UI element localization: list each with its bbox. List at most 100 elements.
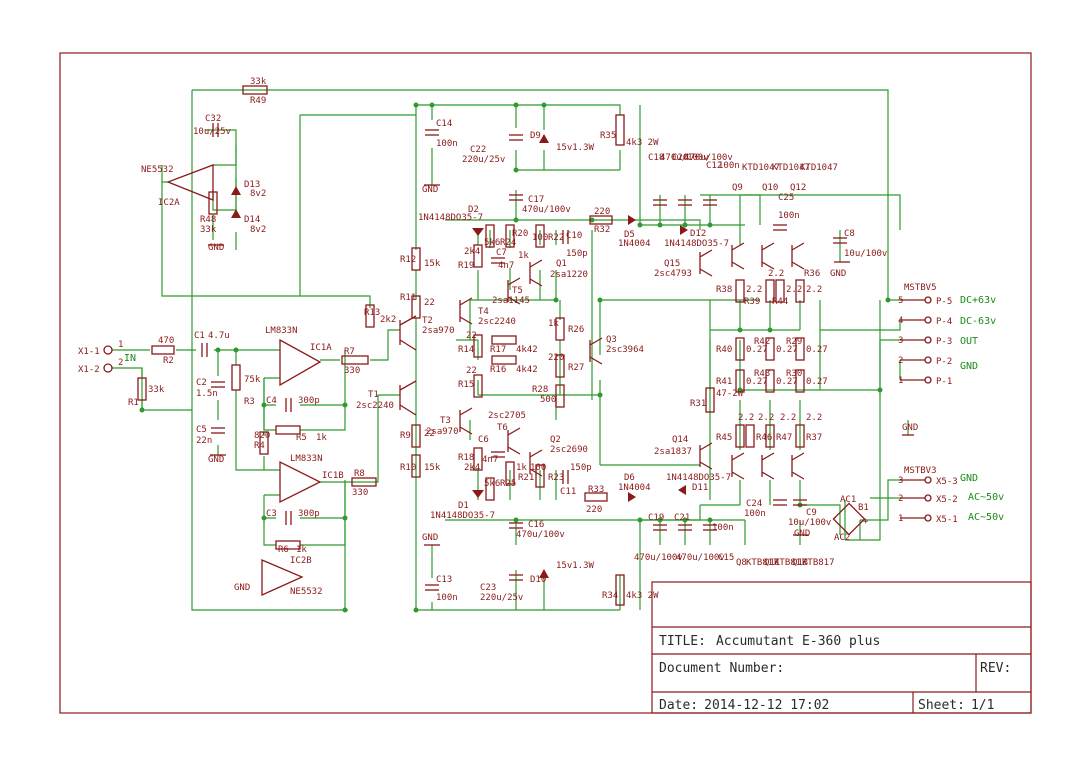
q2-value: 2sc2690 (550, 445, 588, 455)
r12-ref: R12 (400, 255, 416, 265)
r28-ref: R28 (532, 385, 548, 395)
c18-value: 470u/100v (660, 153, 709, 163)
r24-ref: R24 (500, 238, 516, 248)
r7-resistor (341, 355, 369, 365)
r36-value: 2.2 (806, 285, 822, 295)
r37-resistor (795, 424, 805, 448)
r40-resistor (735, 337, 745, 361)
r23-value: 100 (530, 463, 546, 473)
r15-value: 22 (466, 366, 477, 376)
r41-value: 0.27 (746, 377, 768, 387)
gnd-bottom: GND (422, 533, 438, 543)
r15-resistor (473, 374, 483, 398)
r12-resistor (411, 247, 421, 271)
r22-resistor (535, 224, 545, 248)
x1-2-label: X1-2 (78, 365, 100, 375)
r24-value: 5k6 (484, 238, 500, 248)
c16-ref: C16 (528, 520, 544, 530)
c4-ref: C4 (266, 396, 277, 406)
d13-zener (231, 186, 241, 195)
c25-value: 100n (778, 211, 800, 221)
c7-value: 4n7 (498, 261, 514, 271)
mstbv3-label: MSTBV3 (904, 466, 937, 476)
r47-value: 2.2 (780, 413, 796, 423)
r47-resistor (765, 424, 775, 448)
c10-capacitor (562, 230, 569, 244)
svg-text:TITLE:Accumutant E-360 plus: TITLE:Accumutant E-360 plus (659, 634, 880, 649)
c15-ref: C15 (718, 553, 734, 563)
ic1b-opamp (279, 460, 322, 504)
x53-pin: 3 (898, 476, 903, 486)
d1-diode (472, 490, 484, 498)
r5-resistor (275, 425, 301, 435)
q3-value: 2sc3964 (606, 345, 644, 355)
q11-value: KTB817 (774, 558, 807, 568)
d9-zener (539, 134, 549, 143)
c23-value: 220u/25v (480, 593, 523, 603)
d1-ref: D1 (458, 501, 469, 511)
c14-value: 100n (436, 139, 458, 149)
pin2-label: 2 (118, 358, 123, 368)
junctions (139, 102, 891, 613)
r48-ref: R48 (200, 215, 216, 225)
p3-label: P-3 (936, 337, 952, 347)
revision-label: REV: (980, 661, 1011, 676)
x52-pin: 2 (898, 494, 903, 504)
b1-ac2: AC2 (834, 533, 850, 543)
r36-resistor (795, 279, 805, 303)
d14-ref: D14 (244, 215, 260, 225)
t5-value: 2sa1145 (492, 296, 530, 306)
r28-value: 500 (540, 395, 556, 405)
r32-resistor (589, 215, 613, 225)
r18-resistor (473, 447, 483, 471)
x52-label: X5-2 (936, 495, 958, 505)
r28-resistor (555, 384, 565, 408)
c32-capacitor (212, 123, 219, 137)
r1-value: 33k (148, 385, 165, 395)
p4-pin: 4 (898, 316, 903, 326)
d10-zener (539, 569, 549, 578)
d13-ref: D13 (244, 180, 260, 190)
c2-ref: C2 (196, 378, 207, 388)
c13-capacitor (425, 584, 439, 591)
r9-value: 22 (424, 429, 435, 439)
r7-ref: R7 (344, 347, 355, 357)
r37-ref: R37 (806, 433, 822, 443)
r33-resistor (584, 492, 608, 502)
t3-value: 2sa970 (426, 427, 459, 437)
r14-ref: R14 (458, 345, 474, 355)
r47-ref: R47 (776, 433, 792, 443)
r49-value: 33k (250, 77, 267, 87)
c21-capacitor (678, 524, 692, 531)
r33-value: 220 (586, 505, 602, 515)
r49-ref: R49 (250, 96, 266, 106)
p5-label: P-5 (936, 297, 952, 307)
r4-ref: R4 (254, 441, 265, 451)
r16-resistor (491, 355, 517, 365)
r3-resistor (231, 364, 241, 391)
title-value: Accumutant E-360 plus (716, 634, 880, 649)
r11-value: 22 (424, 298, 435, 308)
r43-resistor (765, 369, 775, 393)
c18-ref: C18 (648, 153, 664, 163)
d11-value: 1N4148DO35-7 (666, 473, 731, 483)
c19-value: 470u/100v (634, 553, 683, 563)
r7-value: 330 (344, 366, 360, 376)
c14-capacitor (425, 129, 439, 136)
c16-capacitor (509, 522, 523, 529)
d6-value: 1N4004 (618, 483, 651, 493)
c32-value: 10u/25v (193, 127, 231, 137)
c17-ref: C17 (528, 195, 544, 205)
c23-capacitor (509, 574, 523, 581)
r41-ref: R41 (716, 377, 732, 387)
c3-value: 300p (298, 509, 320, 519)
r35-resistor (615, 114, 625, 146)
r1-ref: R1 (128, 398, 139, 408)
c3-capacitor (285, 511, 292, 525)
r39-resistor (765, 279, 775, 303)
ac1-net: AC~50v (968, 492, 1004, 503)
r2-ref: R2 (163, 356, 174, 366)
r11-ref: R11 (400, 293, 416, 303)
gnd-c9: GND (794, 529, 810, 539)
t1-value: 2sc2240 (356, 401, 394, 411)
